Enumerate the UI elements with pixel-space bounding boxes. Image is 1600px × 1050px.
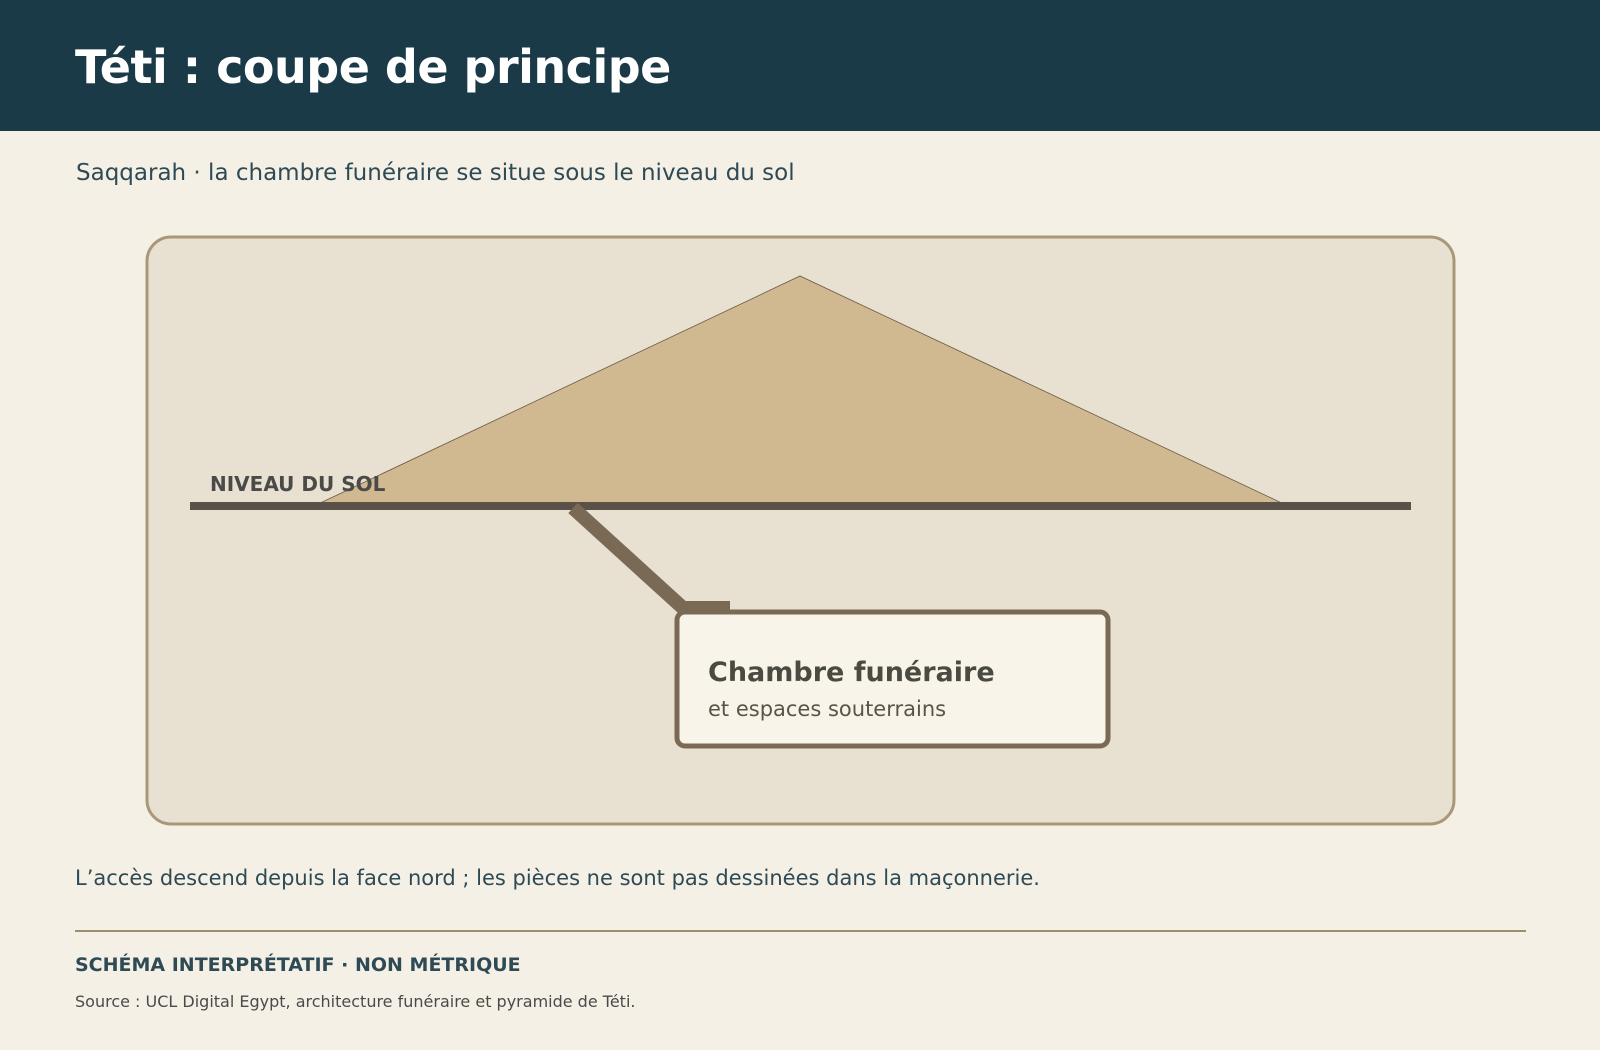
- page-subtitle: Saqqarah · la chambre funéraire se situe…: [76, 160, 795, 186]
- diagram-panel: [145, 235, 1456, 826]
- chamber-subtitle: et espaces souterrains: [708, 697, 946, 721]
- burial-chamber-box: [674, 609, 1111, 749]
- footer-divider: [75, 930, 1526, 932]
- ground-line: [190, 502, 1411, 510]
- access-note: L’accès descend depuis la face nord ; le…: [75, 866, 1040, 890]
- page-title: Téti : coupe de principe: [75, 40, 671, 94]
- header-bar: Téti : coupe de principe: [0, 0, 1600, 131]
- chamber-title: Chambre funéraire: [708, 657, 995, 688]
- source-citation: Source : UCL Digital Egypt, architecture…: [75, 992, 636, 1011]
- descending-passage: [568, 502, 730, 615]
- schema-disclaimer: SCHÉMA INTERPRÉTATIF · NON MÉTRIQUE: [75, 954, 521, 976]
- ground-level-label: NIVEAU DU SOL: [210, 472, 386, 496]
